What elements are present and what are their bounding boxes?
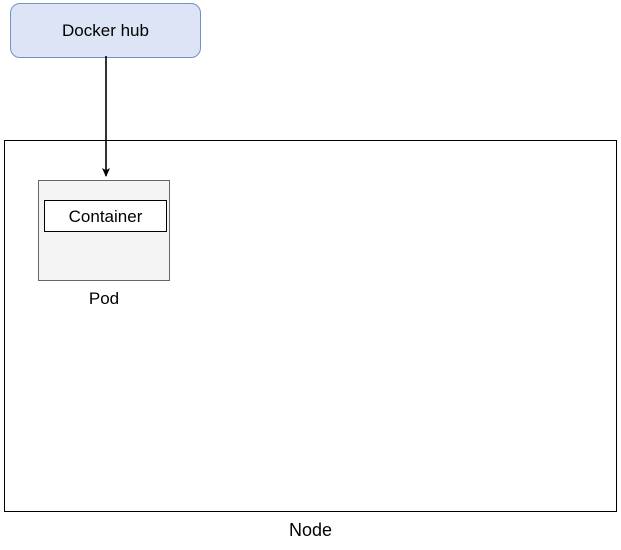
docker-hub-label: Docker hub	[62, 21, 149, 40]
node-label: Node	[288, 520, 333, 540]
container-box[interactable]: Container	[44, 200, 167, 232]
node-box[interactable]	[4, 140, 617, 512]
docker-hub-to-container-arrow	[102, 56, 110, 177]
pod-label: Pod	[88, 289, 120, 308]
container-label: Container	[68, 206, 143, 226]
docker-hub-box[interactable]: Docker hub	[10, 3, 201, 58]
